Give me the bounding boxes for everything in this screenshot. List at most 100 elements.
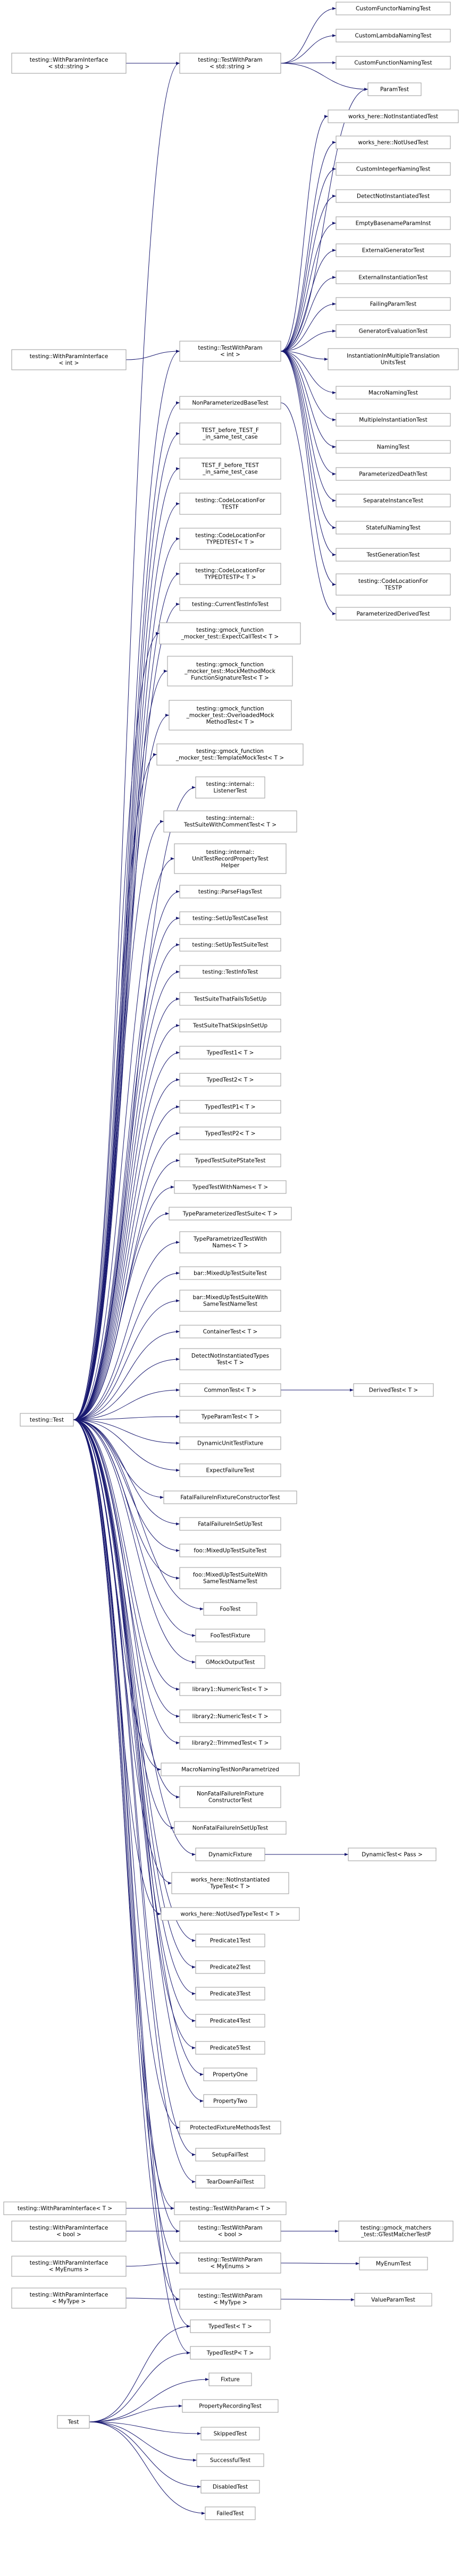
class-node-dynamictest-pass[interactable]: DynamicTest< Pass > bbox=[348, 1848, 437, 1861]
class-node-propertyrecordingtest[interactable]: PropertyRecordingTest bbox=[182, 2399, 279, 2413]
class-node-library2-trimmedtest-t[interactable]: library2::TrimmedTest< T > bbox=[179, 1736, 281, 1750]
class-node-macronamingtestnonparametrized[interactable]: MacroNamingTestNonParametrized bbox=[161, 1762, 300, 1776]
class-node-setupfailtest[interactable]: SetupFailTest bbox=[195, 2148, 265, 2162]
class-node-foo-mixeduptestsuitewith-sametestnametest[interactable]: foo::MixedUpTestSuiteWithSameTestNameTes… bbox=[179, 1567, 281, 1589]
class-node-testing-testwithparam-int[interactable]: testing::TestWithParam< int > bbox=[179, 341, 281, 362]
class-node-myenumtest[interactable]: MyEnumTest bbox=[359, 2257, 428, 2270]
class-node-testing-internal-listenertest[interactable]: testing::internal::ListenerTest bbox=[195, 776, 265, 799]
class-node-typedtest1-t[interactable]: TypedTest1< T > bbox=[179, 1046, 281, 1060]
class-node-fixture[interactable]: Fixture bbox=[208, 2372, 252, 2386]
class-node-works-here-notusedtypetest-t[interactable]: works_here::NotUsedTypeTest< T > bbox=[161, 1907, 300, 1921]
class-node-typeparameterizedtestsuite-t[interactable]: TypeParameterizedTestSuite< T > bbox=[169, 1207, 292, 1221]
class-node-containertest-t[interactable]: ContainerTest< T > bbox=[179, 1325, 281, 1338]
class-node-customlambdanamingtest[interactable]: CustomLambdaNamingTest bbox=[336, 29, 451, 43]
class-node-testing-gmock-matchers-test-gtestmatchertestp[interactable]: testing::gmock_matchers_test::GTestMatch… bbox=[338, 2221, 454, 2242]
class-node-parameterizeddeathtest[interactable]: ParameterizedDeathTest bbox=[336, 467, 451, 481]
class-node-separateinstancetest[interactable]: SeparateInstanceTest bbox=[336, 494, 451, 507]
class-node-testing-gmock-function-mocker-test-mockmethodmock-functionsignaturetest-t[interactable]: testing::gmock_function_mocker_test::Moc… bbox=[167, 656, 293, 687]
class-node-bar-mixeduptestsuitetest[interactable]: bar::MixedUpTestSuiteTest bbox=[179, 1266, 281, 1280]
class-node-footest[interactable]: FooTest bbox=[203, 1602, 257, 1616]
class-node-namingtest[interactable]: NamingTest bbox=[336, 440, 451, 454]
class-node-fatalfailureinfixtureconstructortest[interactable]: FatalFailureInFixtureConstructorTest bbox=[163, 1490, 297, 1504]
class-node-typedtestp-t[interactable]: TypedTestP< T > bbox=[190, 2346, 271, 2360]
class-node-testing-withparaminterface-int[interactable]: testing::WithParamInterface< int > bbox=[11, 349, 127, 370]
class-node-parameterizedderivedtest[interactable]: ParameterizedDerivedTest bbox=[336, 607, 451, 621]
class-node-testing-testwithparam-mytype[interactable]: testing::TestWithParam< MyType > bbox=[179, 2289, 281, 2310]
class-node-generatorevaluationtest[interactable]: GeneratorEvaluationTest bbox=[336, 324, 451, 338]
class-node-predicate2test[interactable]: Predicate2Test bbox=[195, 1960, 265, 1974]
class-node-testing-test[interactable]: testing::Test bbox=[20, 1413, 74, 1427]
class-node-testing-testwithparam-t[interactable]: testing::TestWithParam< T > bbox=[174, 2201, 287, 2215]
class-node-testsuitethatskipsinsetup[interactable]: TestSuiteThatSkipsInSetUp bbox=[179, 1019, 281, 1032]
class-node-foo-mixeduptestsuitetest[interactable]: foo::MixedUpTestSuiteTest bbox=[179, 1544, 281, 1557]
class-node-typedtestp1-t[interactable]: TypedTestP1< T > bbox=[179, 1100, 281, 1114]
class-node-typedtestp2-t[interactable]: TypedTestP2< T > bbox=[179, 1126, 281, 1140]
class-node-dynamicfixture[interactable]: DynamicFixture bbox=[195, 1848, 265, 1861]
class-node-failedtest[interactable]: FailedTest bbox=[205, 2506, 256, 2520]
class-node-predicate4test[interactable]: Predicate4Test bbox=[195, 2014, 265, 2028]
class-node-externalinstantiationtest[interactable]: ExternalInstantiationTest bbox=[336, 270, 451, 284]
class-node-bar-mixeduptestsuitewith-sametestnametest[interactable]: bar::MixedUpTestSuiteWithSameTestNameTes… bbox=[179, 1290, 281, 1312]
class-node-commontest-t[interactable]: CommonTest< T > bbox=[179, 1383, 281, 1397]
class-node-disabledtest[interactable]: DisabledTest bbox=[200, 2480, 260, 2494]
class-node-testing-setuptestcasetest[interactable]: testing::SetUpTestCaseTest bbox=[179, 911, 281, 925]
class-node-test-before-test-f-in-same-test-case[interactable]: TEST_before_TEST_F_in_same_test_case bbox=[179, 422, 281, 445]
class-node-skippedtest[interactable]: SkippedTest bbox=[200, 2427, 260, 2441]
class-node-predicate5test[interactable]: Predicate5Test bbox=[195, 2041, 265, 2055]
class-node-protectedfixturemethodstest[interactable]: ProtectedFixtureMethodsTest bbox=[179, 2121, 281, 2134]
class-node-valueparamtest[interactable]: ValueParamTest bbox=[354, 2293, 432, 2307]
class-node-typedtestwithnames-t[interactable]: TypedTestWithNames< T > bbox=[174, 1180, 287, 1194]
class-node-macronamingtest[interactable]: MacroNamingTest bbox=[336, 386, 451, 400]
class-node-library1-numerictest-t[interactable]: library1::NumericTest< T > bbox=[179, 1682, 281, 1696]
class-node-propertyone[interactable]: PropertyOne bbox=[203, 2067, 257, 2081]
class-node-gmockoutputtest[interactable]: GMockOutputTest bbox=[195, 1655, 265, 1669]
class-node-emptybasenameparaminst[interactable]: EmptyBasenameParamInst bbox=[336, 216, 451, 230]
class-node-testing-testwithparam-bool[interactable]: testing::TestWithParam< bool > bbox=[179, 2221, 281, 2242]
class-node-typedtest-t[interactable]: TypedTest< T > bbox=[190, 2319, 271, 2333]
class-node-testing-gmock-function-mocker-test-expectcalltest-t[interactable]: testing::gmock_function_mocker_test::Exp… bbox=[159, 622, 301, 645]
class-node-testing-withparaminterface-mytype[interactable]: testing::WithParamInterface< MyType > bbox=[11, 2287, 127, 2309]
class-node-predicate3test[interactable]: Predicate3Test bbox=[195, 1987, 265, 2001]
class-node-testing-withparaminterface-std-string[interactable]: testing::WithParamInterface< std::string… bbox=[11, 53, 127, 74]
class-node-propertytwo[interactable]: PropertyTwo bbox=[203, 2094, 257, 2108]
class-node-externalgeneratortest[interactable]: ExternalGeneratorTest bbox=[336, 243, 451, 257]
class-node-testing-gmock-function-mocker-test-overloadedmock-methodtest-t[interactable]: testing::gmock_function_mocker_test::Ove… bbox=[169, 700, 292, 731]
class-node-footestfixture[interactable]: FooTestFixture bbox=[195, 1629, 265, 1642]
class-node-testing-withparaminterface-myenums[interactable]: testing::WithParamInterface< MyEnums > bbox=[11, 2256, 127, 2277]
class-node-typedtestsuitepstatetest[interactable]: TypedTestSuitePStateTest bbox=[179, 1154, 281, 1167]
class-node-dynamicunittestfixture[interactable]: DynamicUnitTestFixture bbox=[179, 1436, 281, 1450]
class-node-testing-parseflagstest[interactable]: testing::ParseFlagsTest bbox=[179, 885, 281, 899]
class-node-testing-internal-testsuitewithcommenttest-t[interactable]: testing::internal::TestSuiteWithCommentT… bbox=[163, 810, 297, 833]
class-node-test-f-before-test-in-same-test-case[interactable]: TEST_F_before_TEST_in_same_test_case bbox=[179, 457, 281, 480]
class-node-testsuitethatfailstosetup[interactable]: TestSuiteThatFailsToSetUp bbox=[179, 992, 281, 1006]
class-node-nonparameterizedbasetest[interactable]: NonParameterizedBaseTest bbox=[179, 396, 281, 410]
class-node-testing-internal-unittestrecordpropertytest-helper[interactable]: testing::internal::UnitTestRecordPropert… bbox=[174, 843, 287, 874]
class-node-successfultest[interactable]: SuccessfulTest bbox=[196, 2453, 264, 2467]
class-node-testing-testwithparam-myenums[interactable]: testing::TestWithParam< MyEnums > bbox=[179, 2252, 281, 2274]
class-node-fatalfailureinsetuptest[interactable]: FatalFailureInSetUpTest bbox=[179, 1517, 281, 1531]
class-node-testing-setuptestsuitetest[interactable]: testing::SetUpTestSuiteTest bbox=[179, 938, 281, 952]
class-node-test[interactable]: Test bbox=[57, 2415, 90, 2429]
class-node-typedtest2-t[interactable]: TypedTest2< T > bbox=[179, 1073, 281, 1087]
class-node-customfunctionnamingtest[interactable]: CustomFunctionNamingTest bbox=[336, 56, 451, 70]
class-node-statefulnamingtest[interactable]: StatefulNamingTest bbox=[336, 521, 451, 535]
class-node-testing-gmock-function-mocker-test-templatemocktest-t[interactable]: testing::gmock_function_mocker_test::Tem… bbox=[156, 743, 304, 766]
class-node-instantiationinmultipletranslation-unitstest[interactable]: InstantiationInMultipleTranslationUnitsT… bbox=[328, 348, 459, 370]
class-node-testing-testwithparam-std-string[interactable]: testing::TestWithParam< std::string > bbox=[179, 53, 281, 74]
class-node-nonfatalfailureinsetuptest[interactable]: NonFatalFailureInSetUpTest bbox=[174, 1821, 287, 1835]
class-node-typeparamtest-t[interactable]: TypeParamTest< T > bbox=[179, 1410, 281, 1423]
class-node-failingparamtest[interactable]: FailingParamTest bbox=[336, 297, 451, 311]
class-node-testing-withparaminterface-bool[interactable]: testing::WithParamInterface< bool > bbox=[11, 2221, 127, 2242]
class-node-expectfailuretest[interactable]: ExpectFailureTest bbox=[179, 1463, 281, 1477]
class-node-testgenerationtest[interactable]: TestGenerationTest bbox=[336, 548, 451, 562]
class-node-multipleinstantiationtest[interactable]: MultipleInstantiationTest bbox=[336, 413, 451, 427]
class-node-testing-testinfotest[interactable]: testing::TestInfoTest bbox=[179, 965, 281, 979]
